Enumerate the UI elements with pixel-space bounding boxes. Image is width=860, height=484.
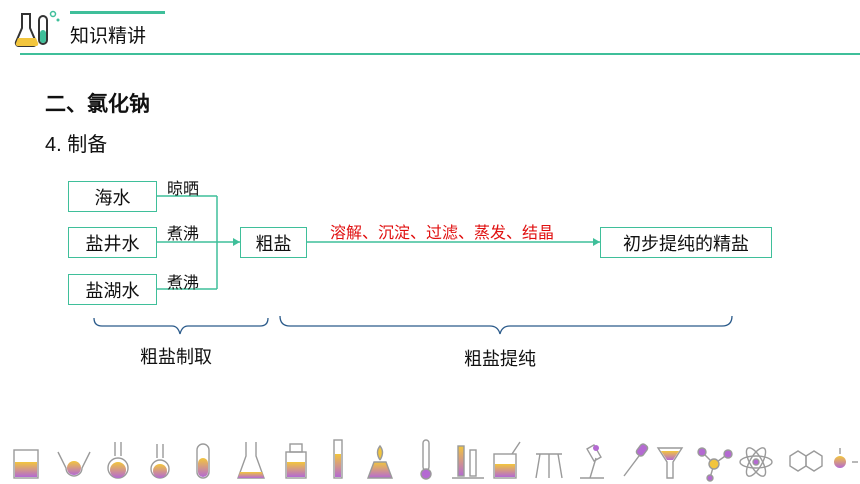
atom-icon <box>739 447 773 477</box>
round-flask-icon <box>107 442 129 479</box>
sub-title: 4. 制备 <box>45 134 108 156</box>
footer-lab-icons <box>13 439 858 482</box>
method-label-boil: 煮沸 <box>167 275 200 292</box>
sparkle-icon <box>834 448 858 468</box>
lab-flasks-icon <box>14 8 62 50</box>
refined-salt-label: 初步提纯的精盐 <box>623 233 749 254</box>
source-box-well-brine: 盐井水 <box>68 227 157 258</box>
beaker-icon <box>13 449 39 479</box>
header-divider <box>20 53 860 55</box>
test-tube-icon <box>196 443 210 479</box>
burette-icon <box>333 439 343 479</box>
conical-flask-icon <box>237 442 265 479</box>
reagent-bottle-icon <box>285 443 307 479</box>
method-label-boil: 煮沸 <box>167 226 200 243</box>
header-accent-bar <box>70 11 165 14</box>
flask-stand-icon <box>57 451 91 477</box>
header-title: 知识精讲 <box>70 26 147 47</box>
crude-salt-box: 粗盐 <box>240 227 307 258</box>
source-label: 盐井水 <box>85 233 140 254</box>
hexagon-molecule-icon <box>789 450 823 472</box>
flask-icon <box>150 444 170 479</box>
alcohol-lamp-icon <box>366 444 394 479</box>
source-label: 盐湖水 <box>85 280 140 301</box>
flow-connectors <box>93 195 733 335</box>
section-title: 二、氯化钠 <box>45 93 150 116</box>
refined-salt-box: 初步提纯的精盐 <box>600 227 772 258</box>
microscope-icon <box>580 443 604 479</box>
brace-label-purification: 粗盐提纯 <box>464 349 536 369</box>
method-label-sun-dry: 晾晒 <box>167 181 200 198</box>
source-box-seawater: 海水 <box>68 181 157 212</box>
funnel-icon <box>656 447 684 479</box>
brace-label-production: 粗盐制取 <box>140 347 212 367</box>
dropper-icon <box>623 443 649 477</box>
source-box-salt-lake: 盐湖水 <box>68 274 157 305</box>
molecule-icon <box>697 447 733 482</box>
tripod-icon <box>535 453 563 479</box>
thermometer-icon <box>420 439 432 480</box>
test-tube-rack-icon <box>452 445 484 479</box>
source-label: 海水 <box>94 187 131 208</box>
process-steps-label: 溶解、沉淀、过滤、蒸发、结晶 <box>330 225 555 242</box>
measuring-cup-icon <box>493 441 521 479</box>
crude-salt-label: 粗盐 <box>255 233 292 254</box>
